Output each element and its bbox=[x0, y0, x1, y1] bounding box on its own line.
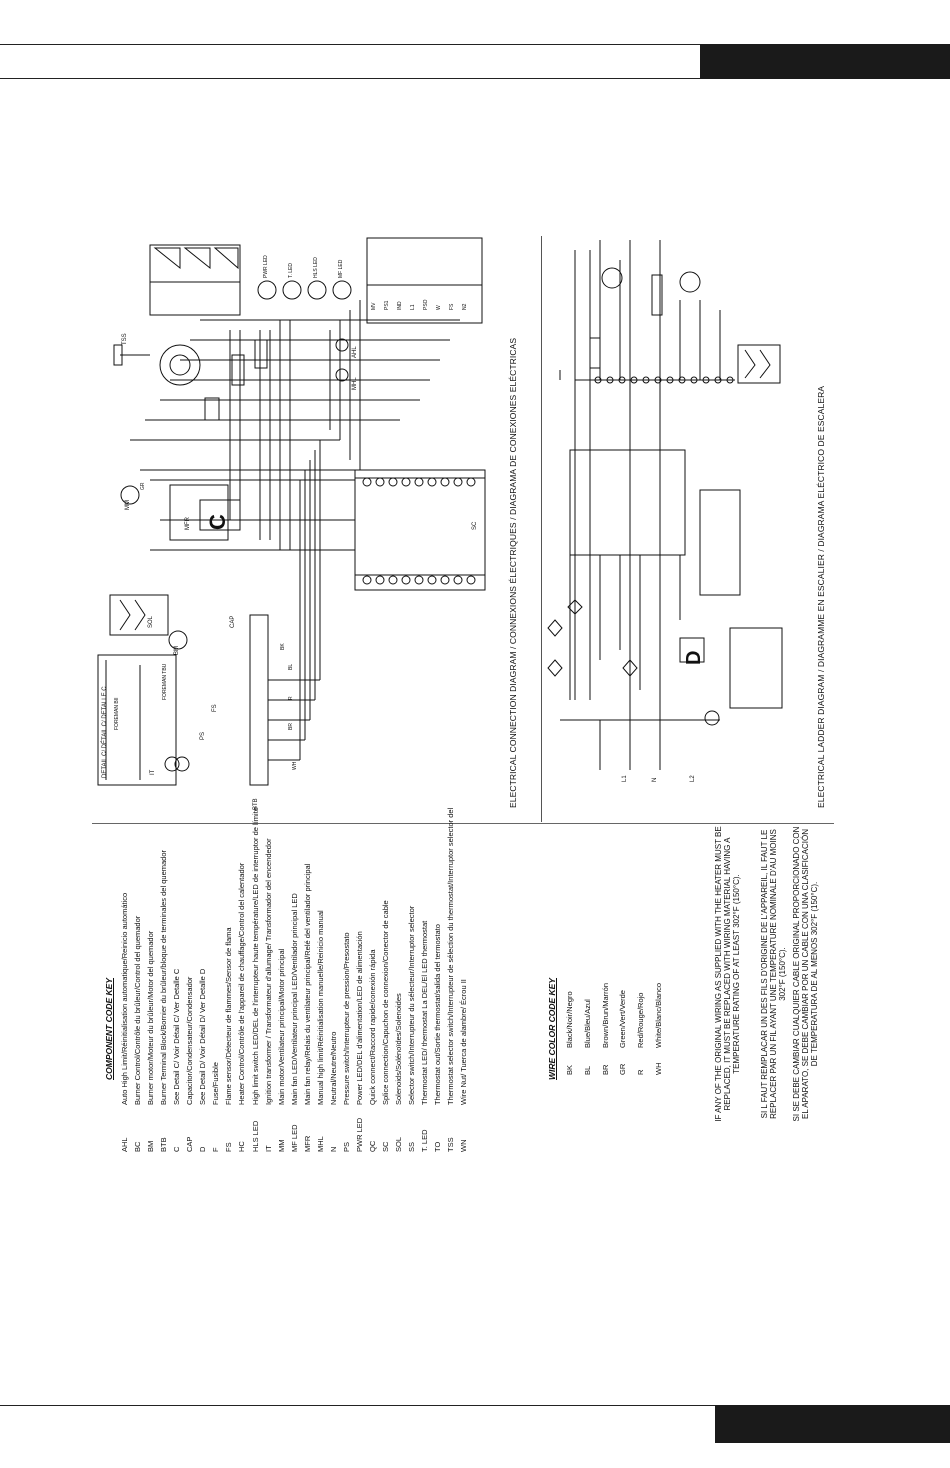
bottom-rule bbox=[0, 1405, 950, 1406]
sol-label: SOL bbox=[148, 615, 154, 628]
wire-br-tag: BR bbox=[288, 723, 294, 730]
ladder-transformer-symbol bbox=[601, 267, 623, 289]
burner-motor-symbol bbox=[168, 630, 188, 650]
btb-label: BTB bbox=[253, 798, 259, 810]
top-rule bbox=[0, 78, 950, 79]
fs-symbol bbox=[335, 368, 349, 382]
foreman-bii-label: FOREMAN BII bbox=[114, 697, 120, 730]
ladder-terminal-row bbox=[594, 376, 734, 384]
board-terminals bbox=[362, 477, 476, 585]
ladder-solenoid-box bbox=[737, 344, 781, 384]
mf-led-symbol bbox=[332, 280, 352, 300]
thermostat-terminal-block bbox=[366, 237, 483, 324]
ladder-d-box bbox=[679, 637, 705, 663]
main-motor-symbol bbox=[120, 485, 140, 505]
mfr-relay-box bbox=[169, 484, 229, 541]
term-ps1-label: PS1 bbox=[384, 300, 390, 310]
l2-label: L2 bbox=[690, 775, 696, 782]
term-l1-label: L1 bbox=[410, 304, 416, 310]
term-mv-label: MV bbox=[371, 302, 377, 311]
pwr-led-symbol bbox=[257, 280, 277, 300]
heater-control-board bbox=[354, 469, 486, 591]
header-tab bbox=[700, 44, 950, 79]
ladder-terminal-strip bbox=[699, 489, 741, 596]
detail-c-label: DETAIL C/ DÉTAIL C/ DETALLE C bbox=[102, 686, 108, 778]
ahl-label: AHL bbox=[352, 346, 358, 358]
fuse-symbol bbox=[204, 397, 220, 421]
wire-wh-tag: WH bbox=[292, 761, 298, 770]
ladder-fuse-symbol bbox=[589, 337, 601, 369]
hls-led-symbol bbox=[307, 280, 327, 300]
term-fs-label: FS bbox=[449, 303, 455, 310]
wire-bk-tag: BK bbox=[280, 643, 286, 650]
t-led-label: T. LED bbox=[288, 262, 294, 278]
footer-tab bbox=[715, 1405, 950, 1443]
bm-label: BM bbox=[174, 646, 180, 655]
detail-c-box bbox=[97, 654, 177, 786]
ladder-main-motor-symbol bbox=[679, 271, 701, 293]
wire-bl-tag: BL bbox=[288, 663, 294, 670]
ladder-diagram bbox=[547, 240, 783, 770]
fs-label: FS bbox=[212, 704, 218, 712]
term-w-label: W bbox=[436, 305, 442, 310]
mm-label: MM bbox=[125, 500, 131, 510]
mf-led-label: MF LED bbox=[338, 259, 344, 278]
ladder-detail-d-box bbox=[729, 627, 783, 709]
n-label: N bbox=[652, 777, 658, 782]
pwr-led-label: PWR LED bbox=[263, 255, 269, 278]
key-separator bbox=[92, 823, 834, 824]
ladder-control-board bbox=[569, 449, 686, 556]
ahl-symbol bbox=[335, 338, 349, 352]
mhl-symbol bbox=[254, 339, 268, 369]
hls-led-label: HLS LED bbox=[313, 257, 319, 278]
diagram-separator bbox=[541, 236, 542, 822]
d-connector-label: D bbox=[683, 650, 705, 665]
mhl-label: MHL bbox=[352, 377, 358, 390]
ladder-led-symbol-4 bbox=[567, 599, 583, 615]
it-label: IT bbox=[150, 769, 156, 775]
mfr-label: MFR bbox=[185, 517, 191, 530]
solenoid-box bbox=[109, 594, 169, 636]
sc-label: SC bbox=[472, 521, 478, 530]
selector-switch-symbol bbox=[159, 344, 201, 386]
ladder-led-symbol-1 bbox=[547, 619, 563, 637]
top-rule-inner bbox=[0, 44, 700, 45]
t-led-symbol bbox=[282, 280, 302, 300]
cap-label: CAP bbox=[230, 615, 236, 628]
btb-terminal-column bbox=[249, 614, 269, 786]
led-panel bbox=[149, 244, 241, 316]
wire-gr-tag: GR bbox=[140, 482, 146, 491]
ladder-motor-symbol bbox=[704, 710, 720, 726]
l1-label: L1 bbox=[622, 775, 628, 782]
term-n2-label: N2 bbox=[462, 303, 468, 310]
term-ind-label: IND bbox=[397, 301, 403, 310]
c-connector-box bbox=[199, 499, 241, 531]
foreman-tbu-label: FOREMAN TBU bbox=[162, 663, 168, 700]
term-pso-label: PSO bbox=[423, 299, 429, 310]
tss-label: TSS bbox=[122, 333, 128, 345]
ps-label: PS bbox=[200, 731, 206, 740]
cap-symbol bbox=[231, 354, 245, 386]
ladder-led-symbol-3 bbox=[622, 659, 638, 677]
wire-r-tag: R bbox=[288, 696, 294, 700]
ladder-led-symbol-2 bbox=[547, 659, 563, 677]
wiring-harness bbox=[130, 300, 460, 761]
ignition-transformer-symbol bbox=[164, 756, 180, 772]
c-connector-label: C bbox=[205, 514, 230, 530]
